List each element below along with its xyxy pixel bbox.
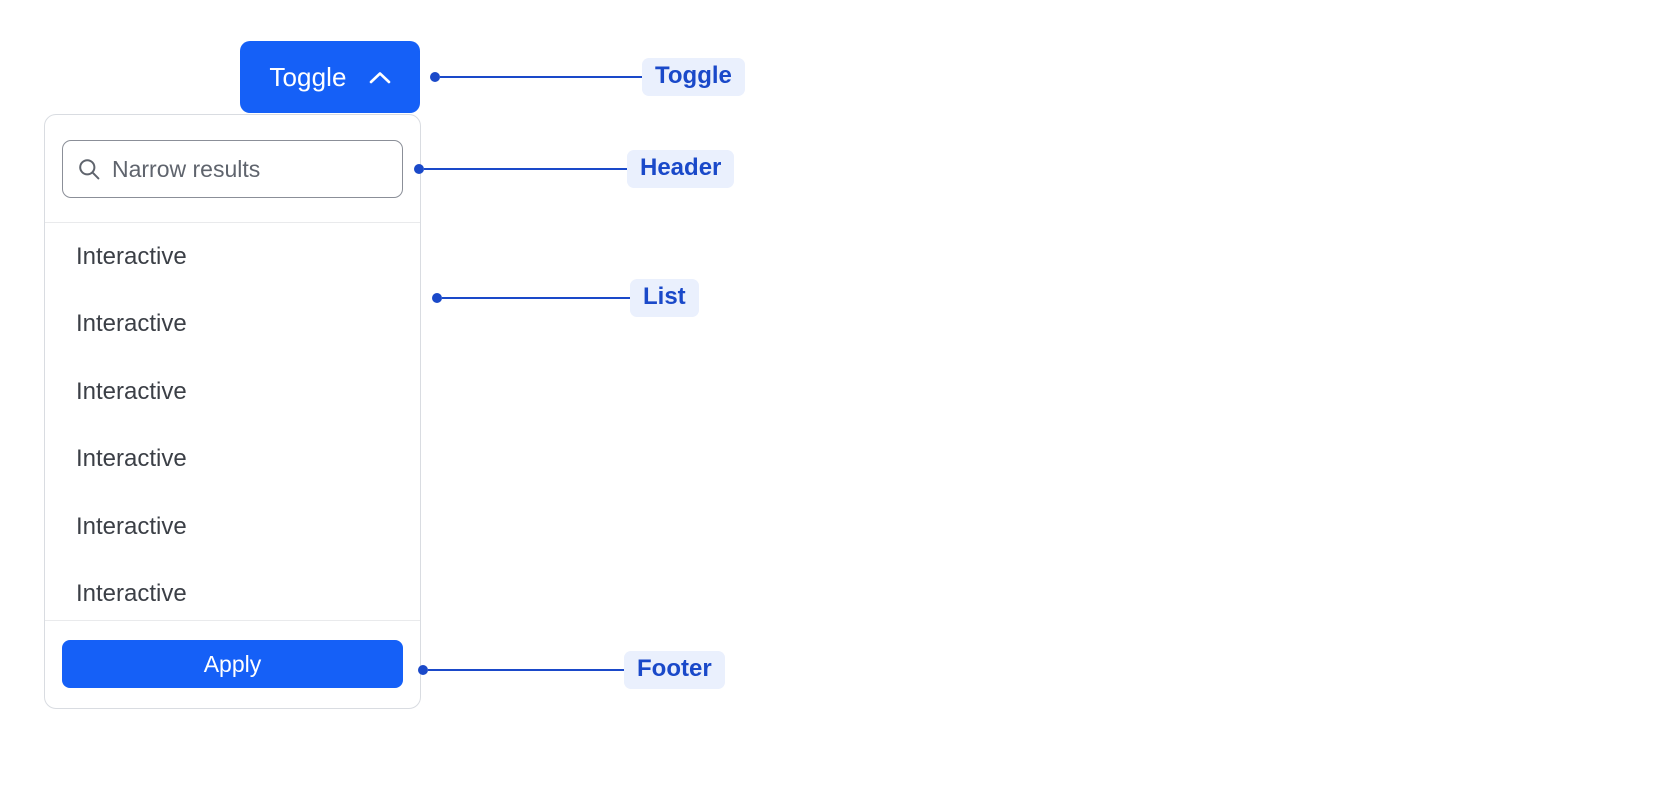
list-item-label: Interactive: [76, 242, 187, 270]
annotation-label: Footer: [624, 651, 725, 689]
apply-button[interactable]: Apply: [62, 640, 403, 688]
list-item-label: Interactive: [76, 445, 187, 473]
annotation-line: [442, 297, 632, 299]
annotation-dot: [432, 293, 442, 303]
toggle-button-label: Toggle: [269, 62, 347, 92]
list-item-label: Interactive: [76, 310, 187, 338]
dropdown-header: [45, 115, 420, 223]
annotation-line: [424, 168, 629, 170]
list-item[interactable]: Interactive: [45, 223, 420, 291]
annotation-dot: [418, 665, 428, 675]
dropdown-panel: Interactive Interactive Interactive Inte…: [44, 114, 421, 709]
list-item[interactable]: Interactive: [45, 358, 420, 426]
list-item-label: Interactive: [76, 377, 187, 405]
search-field[interactable]: [62, 140, 418, 198]
dropdown-list: Interactive Interactive Interactive Inte…: [45, 223, 420, 620]
search-input[interactable]: [100, 141, 418, 197]
list-item[interactable]: Interactive: [45, 561, 420, 621]
annotation-label: List: [630, 279, 699, 317]
annotation-line: [440, 76, 644, 78]
toggle-button[interactable]: Toggle: [240, 41, 420, 113]
annotation-line: [428, 669, 626, 671]
list-item-label: Interactive: [76, 580, 187, 608]
list-item-label: Interactive: [76, 512, 187, 540]
annotation-dot: [414, 164, 424, 174]
search-icon: [63, 158, 100, 180]
annotation-dot: [430, 72, 440, 82]
chevron-up-icon: [369, 71, 391, 84]
annotation-label: Toggle: [642, 58, 745, 96]
list-item[interactable]: Interactive: [45, 426, 420, 494]
dropdown-footer: Apply: [45, 620, 420, 708]
list-item[interactable]: Interactive: [45, 493, 420, 561]
list-item[interactable]: Interactive: [45, 291, 420, 359]
annotation-label: Header: [627, 150, 735, 188]
